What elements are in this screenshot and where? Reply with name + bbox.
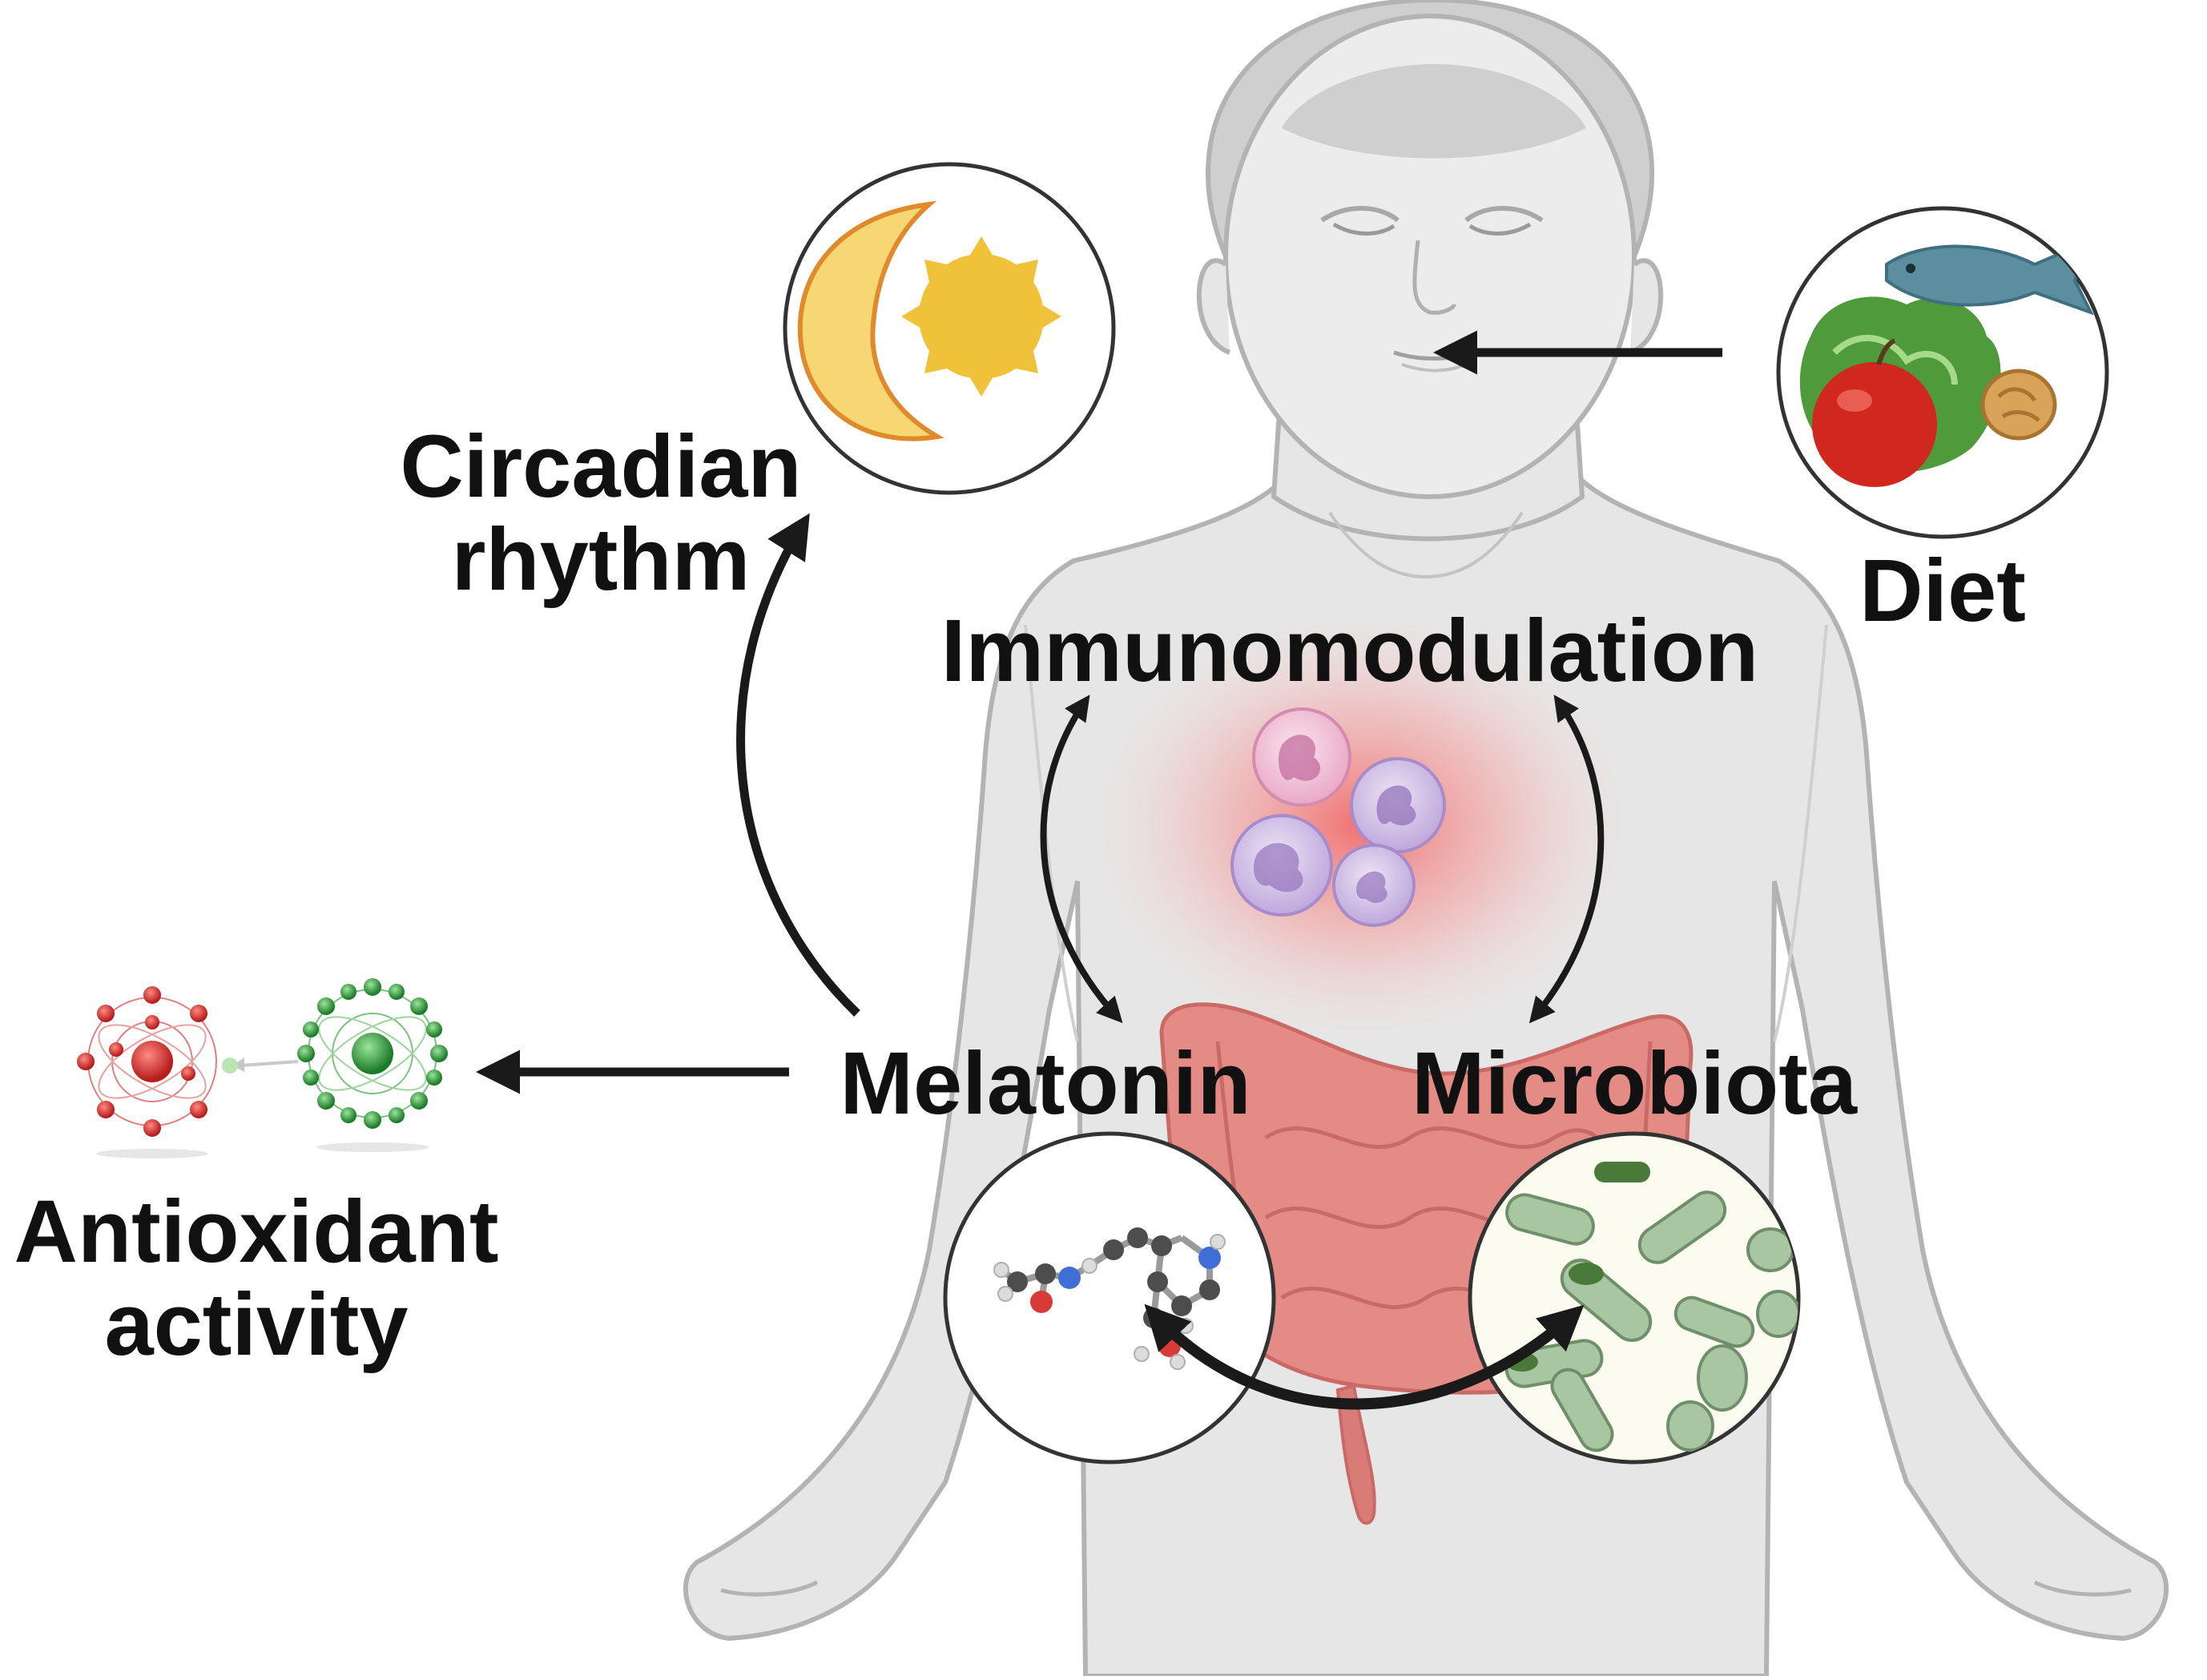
immune-cells-icon [1089,609,1634,1041]
arrow-immuno-melatonin [1040,695,1123,1024]
label-antioxidant-line1: Antioxidant [14,1182,499,1281]
label-circadian-rhythm: Circadian rhythm [393,421,809,606]
arrow-melatonin-microbiota [1144,1303,1585,1410]
molecule-icon [943,1131,1276,1464]
bacteria-icon [1468,1131,1801,1464]
food-icon [1776,206,2109,539]
arrow-immuno-microbiota [1528,695,1605,1024]
label-circadian-line1: Circadian [400,417,802,516]
arrows [476,330,1722,1410]
label-immunomodulation: Immunomodulation [940,602,1759,700]
sun-moon-icon [783,162,1116,495]
label-circadian-line2: rhythm [451,510,751,609]
label-antioxidant-activity: Antioxidant activity [0,1186,513,1371]
label-melatonin: Melatonin [840,1034,1251,1133]
antioxidant-atom [297,978,448,1152]
free-radical-atom [77,986,217,1158]
atom-icon [77,978,448,1158]
arrow-melatonin-to-circadian [736,513,860,1017]
label-diet: Diet [1859,542,2026,640]
label-microbiota: Microbiota [1411,1034,1858,1133]
label-antioxidant-line2: activity [104,1275,409,1374]
